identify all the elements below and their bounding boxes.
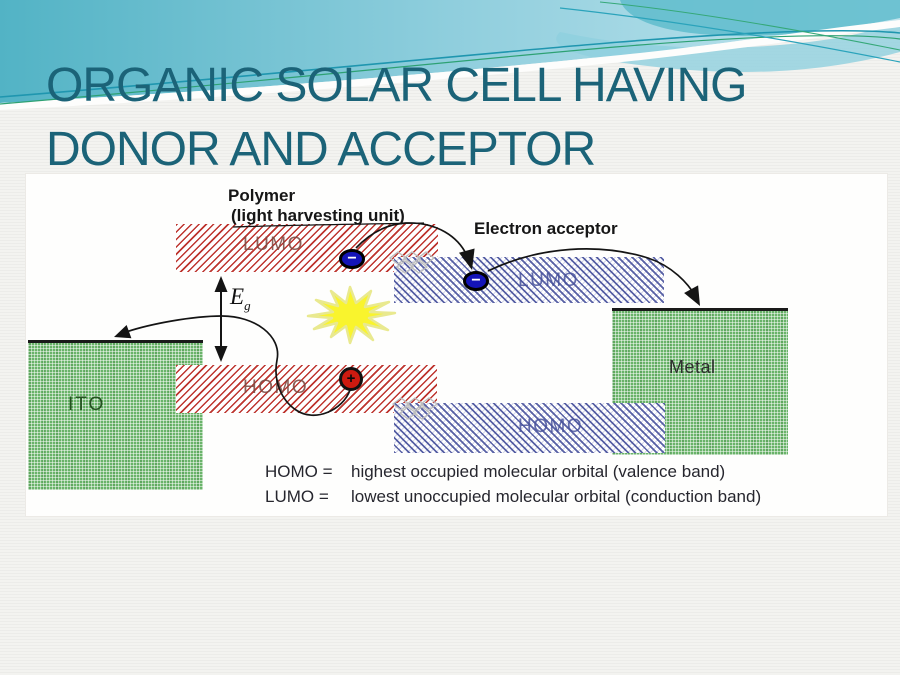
acceptor-lumo-label: LUMO [518,270,579,291]
bandgap-symbol: E [230,284,245,309]
electron-acceptor-label: Electron acceptor [474,219,618,238]
legend-term-homo: HOMO = [265,462,333,481]
polymer-label-line1: Polymer [228,186,296,205]
bandgap-label: Eg [230,284,251,314]
ito-top-edge [28,340,203,343]
legend-row-homo: HOMO = highest occupied molecular orbital… [265,462,725,482]
ito-label: ITO [68,394,106,415]
legend-definition-homo: highest occupied molecular orbital (vale… [351,462,726,481]
bandgap-subscript: g [244,298,251,313]
metal-label: Metal [669,357,716,377]
slide-title-line2: DONOR AND ACCEPTOR [46,123,596,176]
legend-row-lumo: LUMO = lowest unoccupied molecular orbita… [265,487,761,507]
donor-lumo-label: LUMO [243,234,304,255]
metal-top-edge [612,308,788,311]
acceptor-homo-label: HOMO [518,416,584,437]
slide-title-line1: ORGANIC SOLAR CELL HAVING [46,59,748,112]
donor-homo-label: HOMO [243,377,309,398]
polymer-label-line2: (light harvesting unit) [231,206,405,225]
legend-term-lumo: LUMO = [265,487,329,506]
acceptor-homo-band [394,403,665,453]
header-wave-decoration [0,0,900,110]
legend-definition-lumo: lowest unoccupied molecular orbital (con… [351,487,762,506]
